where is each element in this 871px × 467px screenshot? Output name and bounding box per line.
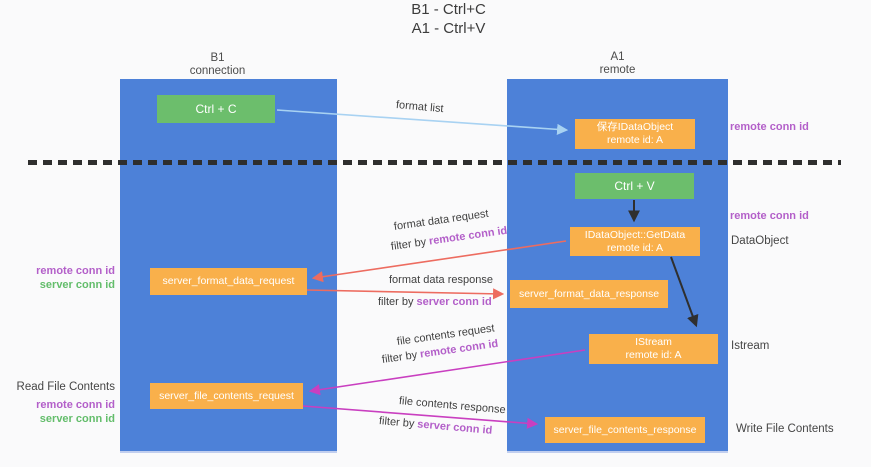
filter-prefix: filter by	[381, 349, 418, 366]
right-label-dataobject: DataObject	[731, 235, 789, 247]
lane-header-b1: B1 connection	[110, 52, 325, 78]
node-ctrl-v: Ctrl + V	[575, 173, 694, 199]
right-label-remote-conn-id-top: remote conn id	[730, 121, 809, 133]
right-label-remote-conn-id-mid: remote conn id	[730, 210, 809, 222]
node-server-file-contents-response: server_file_contents_response	[545, 417, 705, 443]
filter-prefix: filter by	[378, 296, 414, 308]
left-label-server-conn-id-top: server conn id	[39, 279, 115, 291]
node-idataobject-getdata: IDataObject::GetData remote id: A	[570, 227, 700, 256]
lane-a1-title: A1	[610, 51, 625, 63]
filter-key-server-conn-id: server conn id	[416, 296, 492, 308]
title-line-1: B1 - Ctrl+C	[411, 1, 486, 18]
lane-b1-title: B1	[210, 52, 225, 64]
lane-header-a1: A1 remote	[507, 51, 728, 77]
left-label-server-conn-id-bottom: server conn id	[39, 413, 115, 425]
left-label-remote-conn-id-bottom: remote conn id	[36, 399, 115, 411]
node-istream-line2: remote id: A	[625, 349, 682, 361]
filter-prefix: filter by	[378, 415, 415, 431]
node-ctrl-c-label: Ctrl + C	[195, 102, 237, 116]
node-server-format-data-request: server_format_data_request	[150, 268, 307, 295]
node-idataobject-getdata-line2: remote id: A	[606, 241, 664, 254]
label-format-data-response: format data response	[389, 274, 493, 286]
node-save-idataobject-line2: remote id: A	[606, 134, 664, 146]
right-label-write-file-contents: Write File Contents	[736, 423, 834, 435]
node-server-format-data-request-label: server_format_data_request	[162, 275, 295, 287]
node-istream: IStream remote id: A	[589, 334, 718, 364]
node-idataobject-getdata-line1: IDataObject::GetData	[584, 228, 686, 241]
node-ctrl-c: Ctrl + C	[157, 95, 275, 123]
node-server-format-data-response: server_format_data_response	[510, 280, 668, 308]
filter-key-server-conn-id: server conn id	[416, 418, 493, 437]
label-format-list: format list	[395, 99, 445, 116]
diagram-title: B1 - Ctrl+C A1 - Ctrl+V	[0, 0, 871, 38]
left-label-read-file-contents: Read File Contents	[16, 381, 115, 393]
node-server-file-contents-request: server_file_contents_request	[150, 383, 303, 409]
node-save-idataobject: 保存IDataObject remote id: A	[575, 119, 695, 149]
dashed-divider	[28, 160, 841, 165]
lane-b1-subtitle: connection	[189, 65, 246, 77]
filter-prefix: filter by	[390, 236, 427, 253]
left-label-remote-conn-id-top: remote conn id	[36, 265, 115, 277]
node-server-file-contents-request-label: server_file_contents_request	[159, 389, 294, 402]
lane-a1-subtitle: remote	[599, 64, 636, 76]
node-server-format-data-response-label: server_format_data_response	[518, 287, 660, 300]
filter-key-remote-conn-id: remote conn id	[428, 224, 509, 248]
label-file-contents-response: file contents response	[398, 395, 507, 417]
right-label-istream: Istream	[731, 340, 770, 352]
node-save-idataobject-line1: 保存IDataObject	[596, 121, 674, 133]
node-istream-line1: IStream	[635, 336, 672, 348]
node-server-file-contents-response-label: server_file_contents_response	[553, 423, 697, 436]
node-ctrl-v-label: Ctrl + V	[614, 179, 655, 193]
title-line-2: A1 - Ctrl+V	[411, 20, 486, 37]
